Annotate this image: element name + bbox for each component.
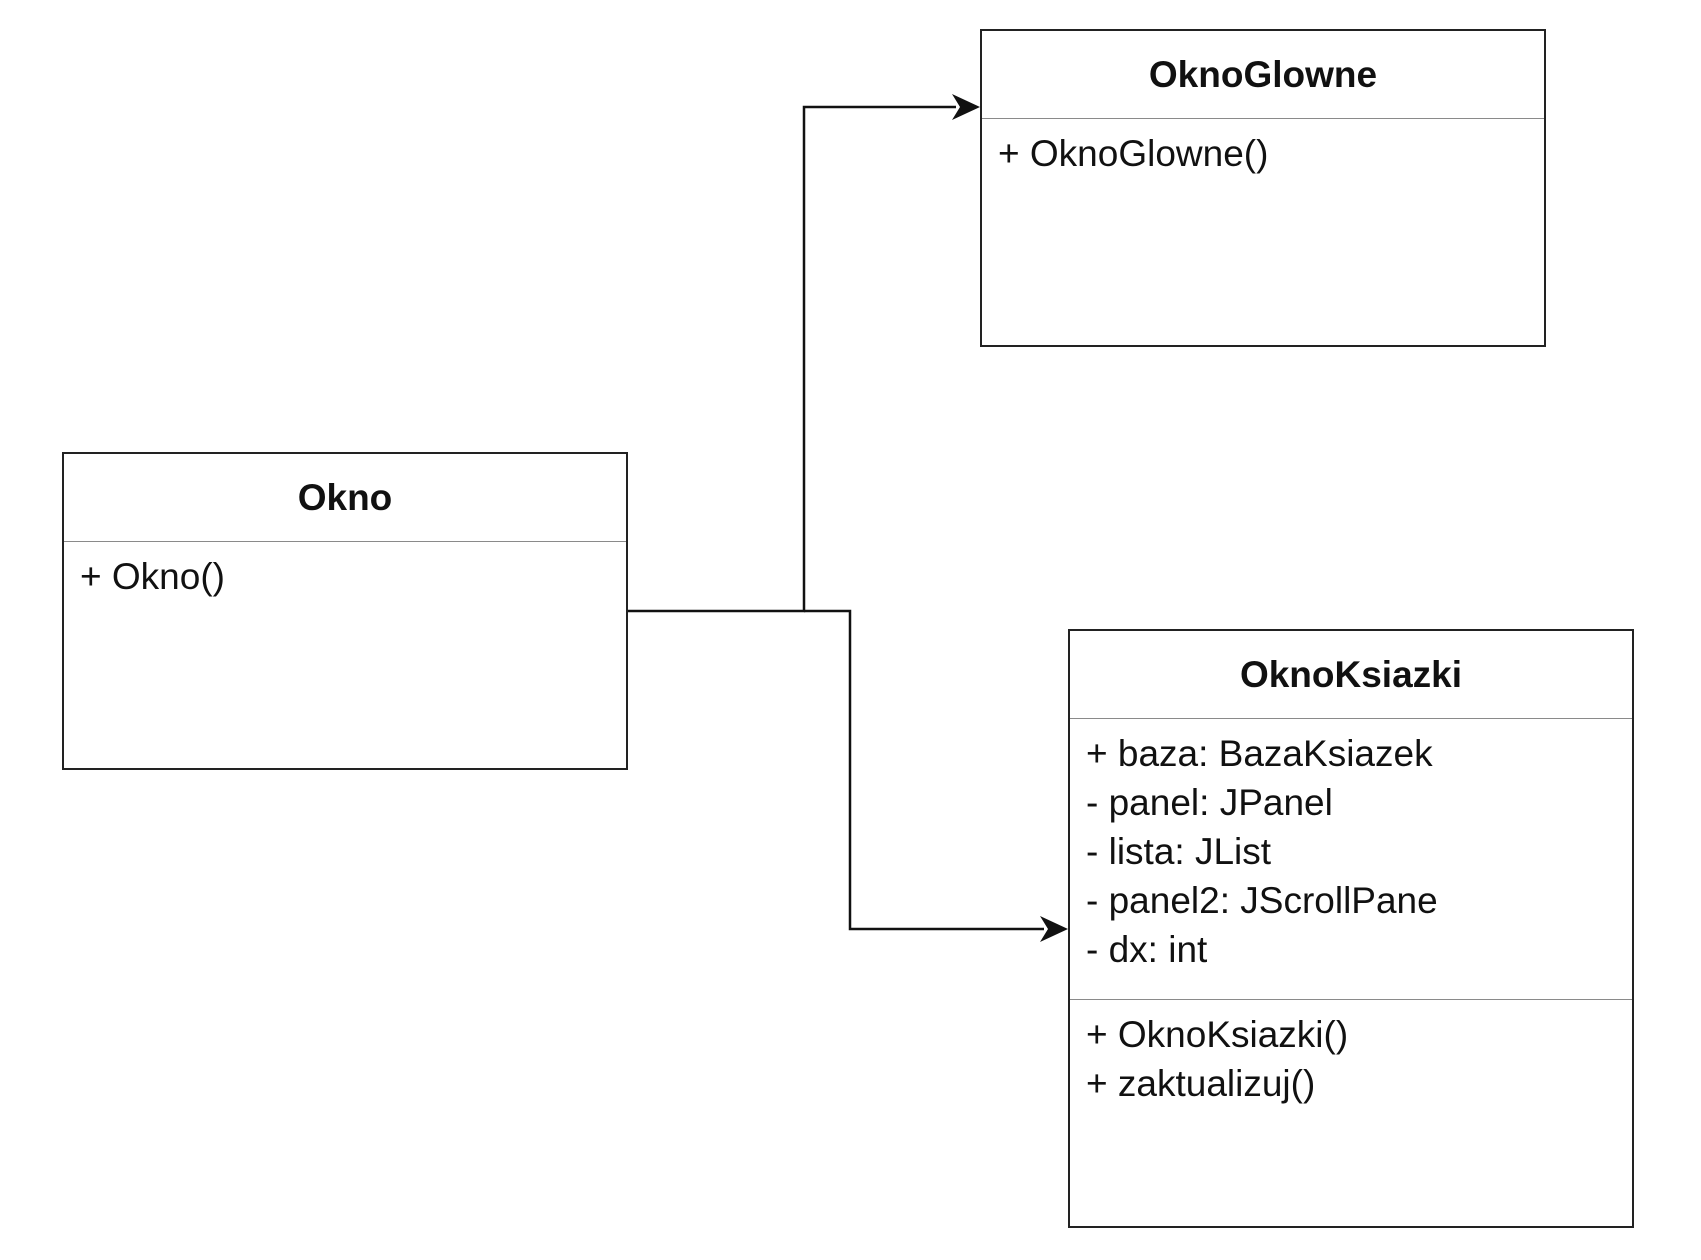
arrowhead-oknoksiazki-icon	[1040, 916, 1068, 942]
operations-section: + OknoKsiazki() + zaktualizuj()	[1070, 1000, 1632, 1118]
operations-section: + Okno()	[64, 542, 626, 611]
attribute-item: - panel2: JScrollPane	[1086, 880, 1438, 921]
operation-item: + OknoKsiazki()	[1086, 1014, 1349, 1055]
class-box-oknoksiazki[interactable]: OknoKsiazki + baza: BazaKsiazek - panel:…	[1068, 629, 1634, 1228]
class-box-oknoglowne[interactable]: OknoGlowne + OknoGlowne()	[980, 29, 1546, 347]
class-name-oknoksiazki: OknoKsiazki	[1070, 631, 1632, 719]
class-name-oknoglowne: OknoGlowne	[982, 31, 1544, 119]
arrowhead-oknoglowne-icon	[952, 94, 980, 120]
connector-okno-to-oknoglowne	[628, 105, 956, 613]
attribute-item: - dx: int	[1086, 929, 1208, 970]
operation-item: + Okno()	[80, 556, 225, 597]
attributes-section: + baza: BazaKsiazek - panel: JPanel - li…	[1070, 719, 1632, 1000]
connector-okno-to-oknoksiazki	[804, 609, 1044, 931]
class-name-okno: Okno	[64, 454, 626, 542]
attribute-item: + baza: BazaKsiazek	[1086, 733, 1433, 774]
attribute-item: - panel: JPanel	[1086, 782, 1333, 823]
class-box-okno[interactable]: Okno + Okno()	[62, 452, 628, 770]
operation-item: + OknoGlowne()	[998, 133, 1269, 174]
attribute-item: - lista: JList	[1086, 831, 1272, 872]
operation-item: + zaktualizuj()	[1086, 1063, 1316, 1104]
operations-section: + OknoGlowne()	[982, 119, 1544, 188]
